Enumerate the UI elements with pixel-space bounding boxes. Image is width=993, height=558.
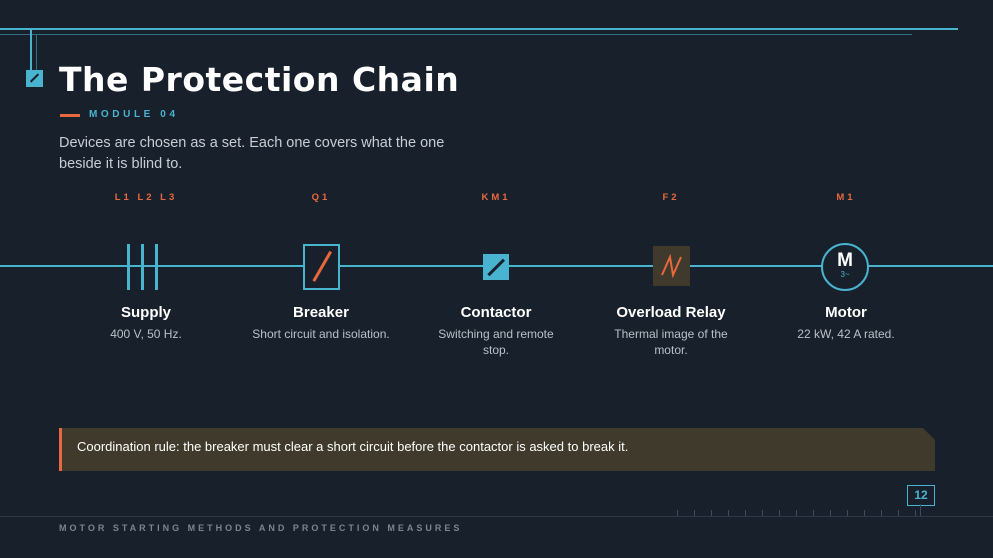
top-rule [0,28,958,30]
intro-text: Devices are chosen as a set. Each one co… [59,135,445,172]
device-desc: 400 V, 50 Hz. [110,327,182,341]
contactor-icon [483,254,509,280]
device-name: Breaker [293,304,349,321]
device-name: Motor [825,304,867,321]
module-dash [60,114,80,117]
device-code: F2 [662,192,680,203]
device-desc: 22 kW, 42 A rated. [797,327,895,341]
module-label: MODULE 04 [89,109,179,120]
motor-phase: 3~ [840,270,850,279]
device-name: Supply [120,304,171,321]
callout-accent-bar [59,428,62,471]
page-title: The Protection Chain [59,60,460,99]
device-supply: L1 L2 L3 Supply 400 V, 50 Hz. [56,192,236,342]
device-overload-relay: F2 Overload Relay Thermal image of the m… [581,192,761,358]
motor-symbol: M [837,250,853,271]
device-breaker: Q1 Breaker Short circuit and isolation. [231,192,411,342]
breaker-icon [303,244,340,290]
frame-vertical-rule-2 [36,34,37,70]
page-number: 12 [907,485,935,506]
frame-vertical-rule [30,28,32,70]
footer-course-title: MOTOR STARTING METHODS AND PROTECTION ME… [59,523,463,533]
device-code: M1 [836,192,856,203]
coordination-callout: Coordination rule: the breaker must clea… [59,428,935,471]
device-code: KM1 [481,192,511,203]
callout-text: Coordination rule: the breaker must clea… [77,439,629,454]
overload-relay-icon [653,246,690,286]
footer-rule [0,516,993,517]
device-code: Q1 [311,192,331,203]
device-name: Contactor [460,304,532,321]
motor-icon: M 3~ [821,243,869,291]
three-phase-lines-icon [127,244,167,290]
device-motor: M1 M 3~ Motor 22 kW, 42 A rated. [756,192,936,342]
device-desc: Switching and remote stop. [438,327,554,357]
device-desc: Short circuit and isolation. [252,327,390,341]
title-marker-icon [26,70,43,87]
device-desc: Thermal image of the motor. [614,327,728,357]
device-code: L1 L2 L3 [114,192,178,203]
device-name: Overload Relay [616,304,726,321]
device-contactor: KM1 Contactor Switching and remote stop. [406,192,586,358]
top-rule-secondary [0,34,912,35]
